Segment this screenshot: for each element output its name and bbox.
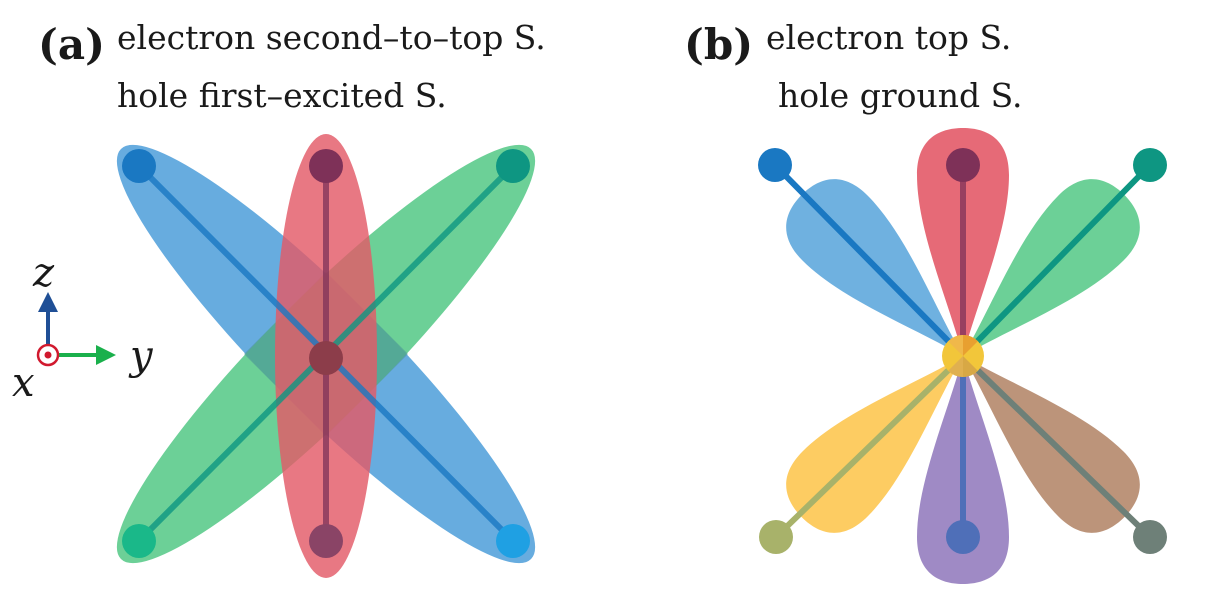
panel-b-atom-bottom-center <box>946 520 980 554</box>
panel-b-bond-bottom-left <box>773 353 966 540</box>
panel-b-center-atom <box>942 335 984 377</box>
panel-a-atom-center <box>309 341 343 375</box>
panel-b-bond-top-left <box>772 162 966 359</box>
axes-indicator <box>36 292 116 367</box>
panel-b-atom-top-left <box>758 148 792 182</box>
panel-b-bond-top-right <box>960 162 1153 359</box>
panel-a-diagram <box>116 134 536 578</box>
panel-a-caption-line2: hole first–excited S. <box>117 76 447 115</box>
panel-b-atom-top-right <box>1133 148 1167 182</box>
panel-a-letter: (a) <box>38 20 105 69</box>
panel-a-atom-top-left <box>122 149 156 183</box>
x-axis-dot <box>44 351 52 359</box>
panel-a-atom-top-right <box>496 149 530 183</box>
panel-b-bond-bottom-right <box>960 353 1153 540</box>
panel-a-atom-top-center <box>309 149 343 183</box>
panel-a-caption-line1: electron second–to–top S. <box>117 18 546 57</box>
panel-a-atom-bottom-left <box>122 524 156 558</box>
panel-b-diagram <box>758 128 1167 584</box>
axis-y-label: y <box>130 333 153 379</box>
panel-b-atom-bottom-left <box>759 520 793 554</box>
panel-b-caption-line1: electron top S. <box>766 18 1012 57</box>
axis-x-label: x <box>12 360 35 406</box>
axis-z-label: z <box>33 250 55 296</box>
panel-b-atom-top-center <box>946 148 980 182</box>
panel-b-letter: (b) <box>684 20 754 69</box>
panel-b-caption-line2: hole ground S. <box>778 76 1023 115</box>
panel-b-atom-bottom-right <box>1133 520 1167 554</box>
panel-a-atom-bottom-right <box>496 524 530 558</box>
panel-a-atom-bottom-center <box>309 524 343 558</box>
